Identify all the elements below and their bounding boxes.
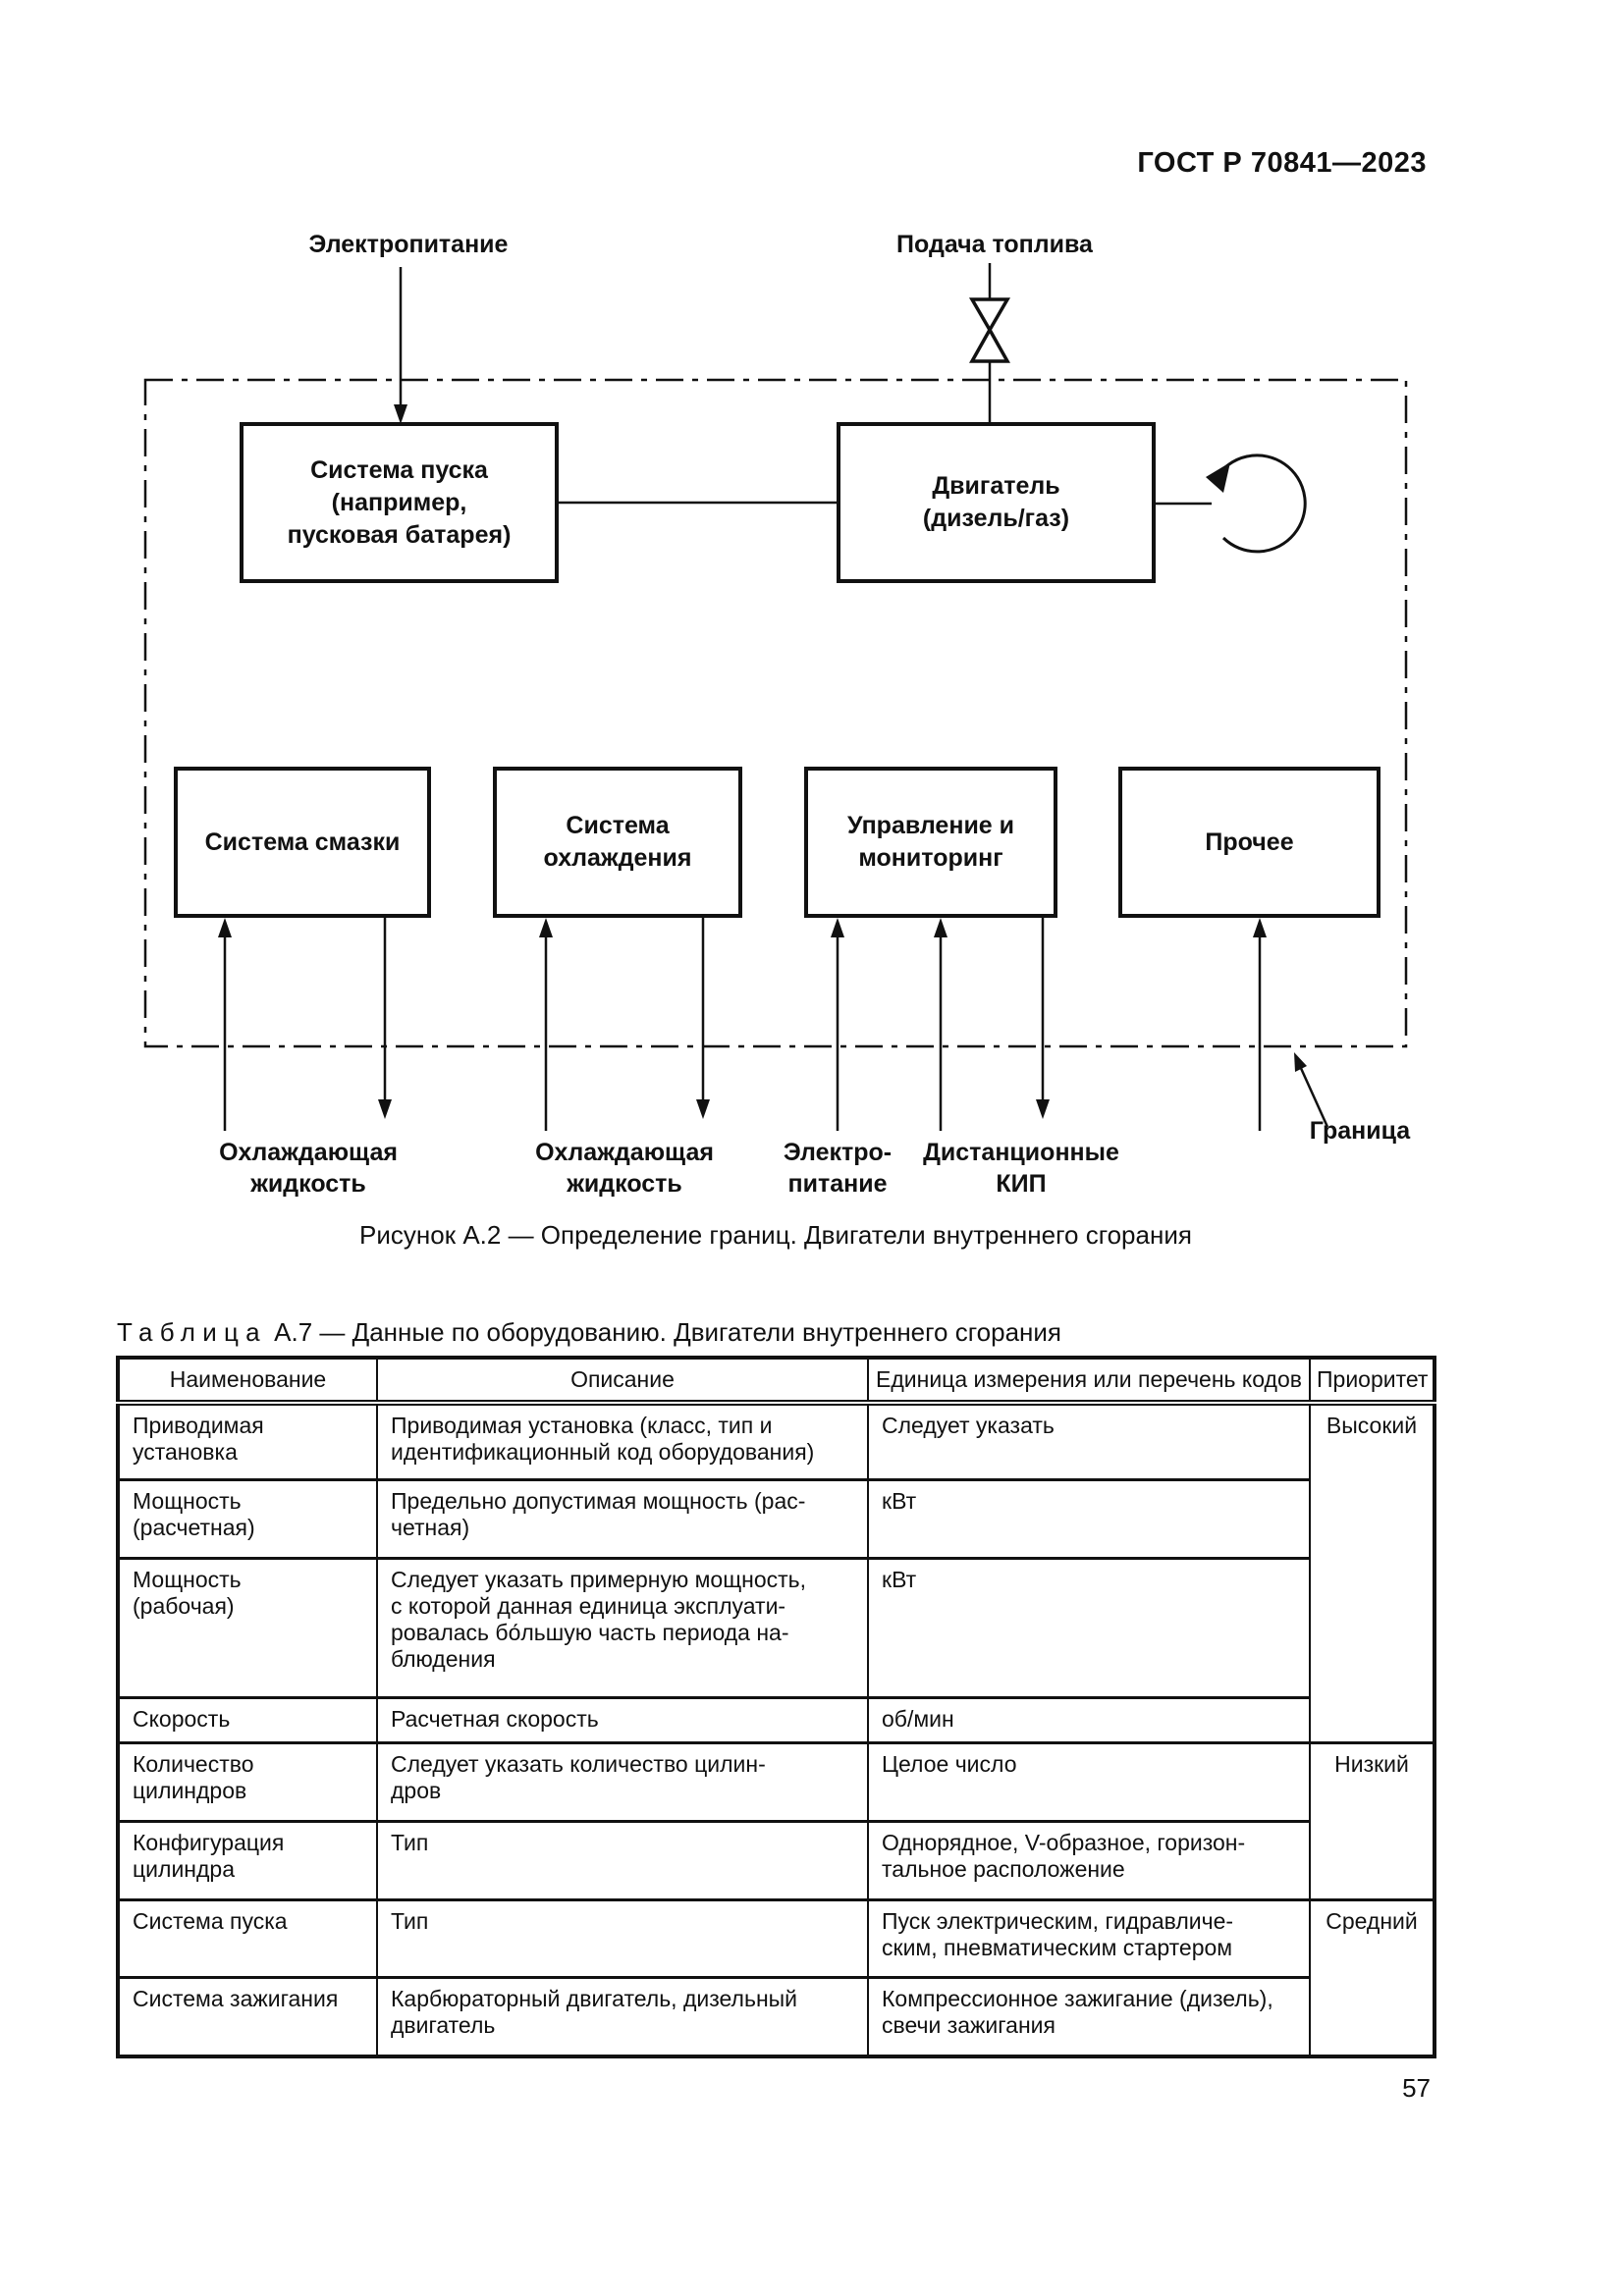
other-box xyxy=(1118,767,1380,918)
cell-description: Приводимая установка (класс, тип и идент… xyxy=(376,1401,869,1481)
other-in-arrow xyxy=(1253,918,1267,1131)
cell-priority-low: Низкий xyxy=(1309,1740,1435,1901)
cell-unit: Пуск электрическим, гидравличе- ским, пн… xyxy=(867,1897,1311,1979)
cell-name: Система пуска xyxy=(117,1897,378,1979)
table-row: Количество цилиндров Следует указать кол… xyxy=(117,1740,1435,1901)
electro-power-in-arrow xyxy=(831,918,844,1131)
fuel-supply-label: Подача топлива xyxy=(896,231,1093,258)
cell-name: Количество цилиндров xyxy=(117,1740,378,1823)
cell-name: Конфигурация цилиндра xyxy=(117,1819,378,1901)
table-header-row: Наименование Описание Единица измерения … xyxy=(117,1357,1435,1406)
cell-unit: Целое число xyxy=(867,1740,1311,1823)
cell-description: Карбюраторный двигатель, дизельный двига… xyxy=(376,1975,869,2058)
cell-unit: Компрессионное зажигание (дизель), свечи… xyxy=(867,1975,1311,2058)
cell-name: Система зажигания xyxy=(117,1975,378,2058)
boundary-rect xyxy=(143,378,1408,1048)
table-row: Мощность (расчетная) Предельно допустима… xyxy=(117,1477,1435,1560)
figure-a2-diagram xyxy=(143,263,1408,1131)
coolant-in-arrow-lube xyxy=(218,918,232,1131)
valve-icon xyxy=(968,297,1011,363)
table-title-word: Таблица xyxy=(117,1317,267,1347)
cell-description: Предельно допустимая мощность (рас- четн… xyxy=(376,1477,869,1560)
fuel-supply-line xyxy=(968,263,1011,424)
electro-power-label: Электро- питание xyxy=(783,1139,893,1198)
rotation-arrow-icon xyxy=(1206,454,1307,554)
table-row: Система зажигания Карбюраторный двигател… xyxy=(117,1975,1435,2058)
cell-unit: Однорядное, V-образное, горизон- тальное… xyxy=(867,1819,1311,1901)
coolant-in-arrow-cooling xyxy=(539,918,553,1131)
table-row: Система пуска Тип Пуск электрическим, ги… xyxy=(117,1897,1435,2058)
col-header-name: Наименование xyxy=(117,1357,378,1406)
cell-name: Скорость xyxy=(117,1695,378,1744)
control-monitoring-label: Управление и мониторинг xyxy=(846,812,1015,872)
cell-name: Мощность (рабочая) xyxy=(117,1556,378,1699)
cell-description: Расчетная скорость xyxy=(376,1695,869,1744)
power-supply-arrow xyxy=(394,267,407,424)
table-row: Скорость Расчетная скорость об/мин xyxy=(117,1695,1435,1744)
remote-instruments-label: Дистанционные КИП xyxy=(923,1139,1119,1198)
cell-priority-high: Высокий xyxy=(1309,1401,1435,1744)
cell-unit: кВт xyxy=(867,1556,1311,1699)
lube-system-box xyxy=(174,767,431,918)
table-row: Мощность (рабочая) Следует указать приме… xyxy=(117,1556,1435,1699)
coolant-label-2: Охлаждающая жидкость xyxy=(535,1139,714,1198)
start-system-box xyxy=(240,422,559,583)
boundary-label: Граница xyxy=(1309,1117,1411,1145)
cell-name: Мощность (расчетная) xyxy=(117,1477,378,1560)
table-row: Приводимая установка Приводимая установк… xyxy=(117,1401,1435,1744)
table-title: Таблица А.7 — Данные по оборудованию. Дв… xyxy=(117,1317,1061,1348)
equipment-data-table: Наименование Описание Единица измерения … xyxy=(116,1356,1436,2058)
table-title-rest: А.7 — Данные по оборудованию. Двигатели … xyxy=(274,1317,1061,1347)
other-label: Прочее xyxy=(1205,828,1294,856)
coolant-out-arrow-cooling xyxy=(696,916,710,1119)
cell-unit: об/мин xyxy=(867,1695,1311,1744)
cell-unit: Следует указать xyxy=(867,1401,1311,1481)
figure-caption: Рисунок А.2 — Определение границ. Двигат… xyxy=(359,1220,1192,1250)
cell-unit: кВт xyxy=(867,1477,1311,1560)
cell-description: Тип xyxy=(376,1897,869,1979)
power-supply-label: Электропитание xyxy=(308,231,509,258)
page-number: 57 xyxy=(1402,2073,1431,2103)
boundary-pointer-arrow xyxy=(1294,1052,1329,1128)
remote-instruments-in-arrow xyxy=(934,918,947,1131)
col-header-unit: Единица измерения или перечень кодов xyxy=(867,1357,1311,1406)
cooling-system-box xyxy=(493,767,742,918)
cell-description: Следует указать примерную мощность, с ко… xyxy=(376,1556,869,1699)
table-row: Конфигурация цилиндра Тип Однорядное, V-… xyxy=(117,1819,1435,1901)
lube-system-label: Система смазки xyxy=(204,828,401,856)
engine-label: Двигатель (дизель/газ) xyxy=(922,472,1070,532)
start-system-label: Система пуска (например, пусковая батаре… xyxy=(287,455,512,549)
control-monitoring-box xyxy=(804,767,1057,918)
cooling-system-label: Система охлаждения xyxy=(543,812,692,872)
coolant-label-1: Охлаждающая жидкость xyxy=(219,1139,398,1198)
coolant-out-arrow-lube xyxy=(378,916,392,1119)
cell-name: Приводимая установка xyxy=(117,1401,378,1481)
standard-reference: ГОСТ Р 70841—2023 xyxy=(1137,147,1427,179)
engine-box xyxy=(837,422,1156,583)
cell-description: Тип xyxy=(376,1819,869,1901)
cell-priority-medium: Средний xyxy=(1309,1897,1435,2058)
cell-description: Следует указать количество цилин- дров xyxy=(376,1740,869,1823)
col-header-description: Описание xyxy=(376,1357,869,1406)
remote-instruments-out-arrow xyxy=(1036,916,1050,1119)
col-header-priority: Приоритет xyxy=(1309,1357,1435,1406)
